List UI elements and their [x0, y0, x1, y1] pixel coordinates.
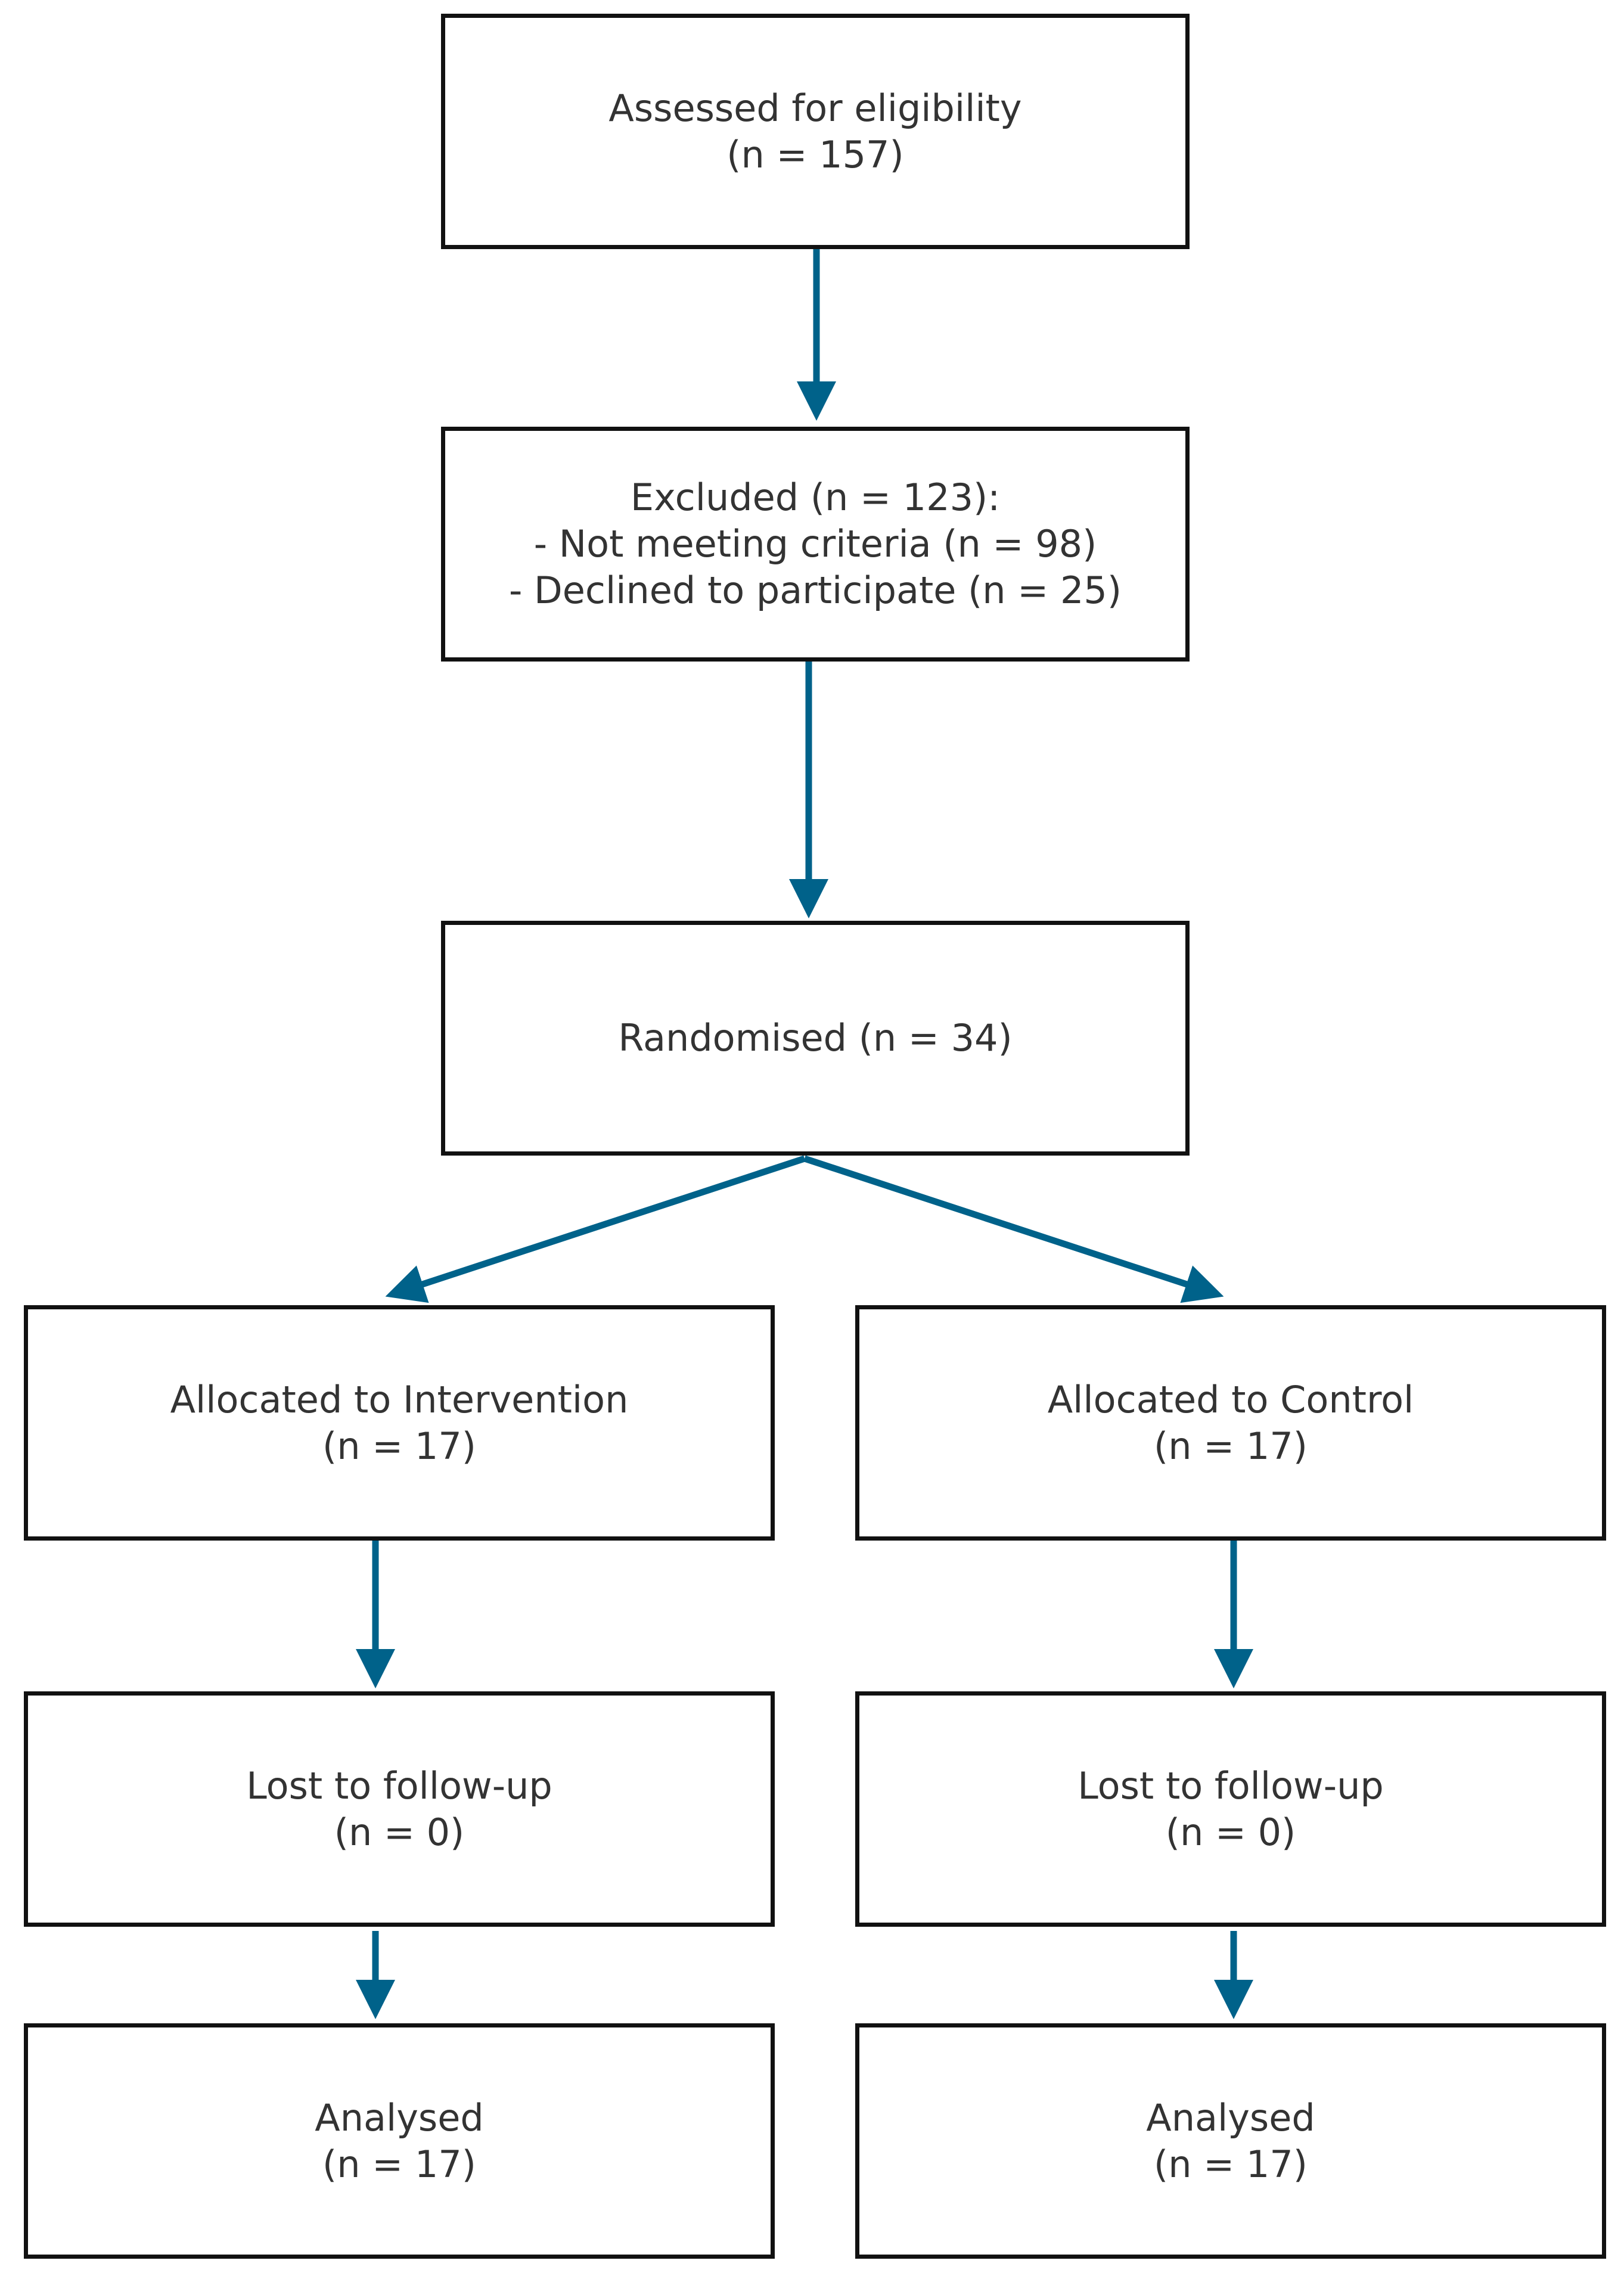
arrow-randomised-to-intervention — [385, 1155, 806, 1303]
lost-control-line-2: (n = 0) — [1165, 1810, 1296, 1854]
analysed-intervention-line-1: Analysed — [315, 2095, 484, 2140]
randomised-line-1: Randomised (n = 34) — [618, 1016, 1013, 1060]
analysed-intervention-line-2: (n = 17) — [322, 2142, 476, 2186]
assessed-box: Assessed for eligibility (n = 157) — [441, 14, 1190, 249]
alloc-intervention-line-1: Allocated to Intervention — [170, 1377, 629, 1421]
assessed-line-1: Assessed for eligibility — [608, 86, 1022, 130]
lost-intervention-box: Lost to follow-up (n = 0) — [24, 1691, 775, 1927]
excluded-box: Excluded (n = 123): - Not meeting criter… — [441, 427, 1190, 662]
excluded-line-2: - Not meeting criteria (n = 98) — [533, 522, 1097, 566]
excluded-line-3: - Declined to participate (n = 25) — [508, 569, 1122, 612]
lost-intervention-line-2: (n = 0) — [334, 1810, 465, 1854]
lost-control-box: Lost to follow-up (n = 0) — [855, 1691, 1606, 1927]
analysed-control-line-2: (n = 17) — [1154, 2142, 1308, 2186]
randomised-box: Randomised (n = 34) — [441, 921, 1190, 1156]
lost-intervention-line-1: Lost to follow-up — [246, 1763, 552, 1808]
assessed-line-2: (n = 157) — [726, 132, 904, 176]
excluded-line-1: Excluded (n = 123): — [630, 476, 1001, 519]
analysed-control-line-1: Analysed — [1146, 2095, 1315, 2140]
analysed-intervention-box: Analysed (n = 17) — [24, 2023, 775, 2259]
lost-control-line-1: Lost to follow-up — [1078, 1763, 1384, 1808]
alloc-control-line-1: Allocated to Control — [1047, 1377, 1414, 1421]
alloc-control-box: Allocated to Control (n = 17) — [855, 1305, 1606, 1541]
analysed-control-box: Analysed (n = 17) — [855, 2023, 1606, 2259]
arrow-randomised-to-control — [803, 1155, 1224, 1303]
alloc-control-line-2: (n = 17) — [1154, 1424, 1308, 1468]
alloc-intervention-line-2: (n = 17) — [322, 1424, 476, 1468]
alloc-intervention-box: Allocated to Intervention (n = 17) — [24, 1305, 775, 1541]
